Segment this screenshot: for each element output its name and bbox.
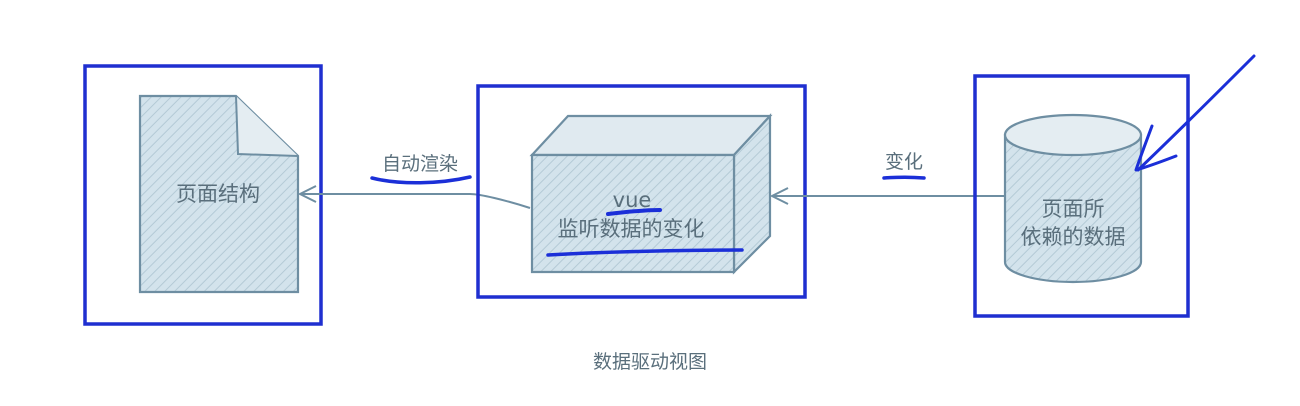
- ink-pointer-arrow-icon: [1134, 54, 1256, 172]
- page-data-label-line1: 页面所: [1042, 197, 1105, 221]
- database-cylinder-icon: [1003, 113, 1143, 284]
- page-data-label-line2: 依赖的数据: [1021, 225, 1126, 249]
- page-structure-node: 页面结构: [83, 64, 323, 326]
- auto-render-arrow-line: [300, 193, 531, 209]
- page-data-highlight-box: [973, 74, 1190, 318]
- vue-description-ink-underline: [546, 248, 744, 257]
- vue-ink-underline: [606, 208, 662, 216]
- cube-icon: [529, 113, 773, 275]
- diagram-caption: 数据驱动视图: [593, 351, 707, 373]
- vue-label: vue: [613, 188, 652, 212]
- change-edge: 变化: [769, 151, 1005, 205]
- auto-render-arrowhead: [297, 185, 317, 203]
- auto-render-label: 自动渲染: [382, 153, 458, 175]
- change-arrowhead: [769, 187, 789, 205]
- change-ink-underline: [882, 175, 926, 180]
- change-label: 变化: [885, 151, 923, 173]
- auto-render-ink-underline: [370, 175, 472, 185]
- auto-render-edge: 自动渲染: [297, 153, 531, 209]
- vue-description-label: 监听数据的变化: [558, 217, 705, 241]
- vue-highlight-box: [476, 84, 807, 299]
- page-data-node: 页面所 依赖的数据: [973, 74, 1190, 318]
- vue-node: vue 监听数据的变化: [476, 84, 807, 299]
- page-structure-label: 页面结构: [176, 182, 260, 206]
- document-icon: [138, 94, 300, 294]
